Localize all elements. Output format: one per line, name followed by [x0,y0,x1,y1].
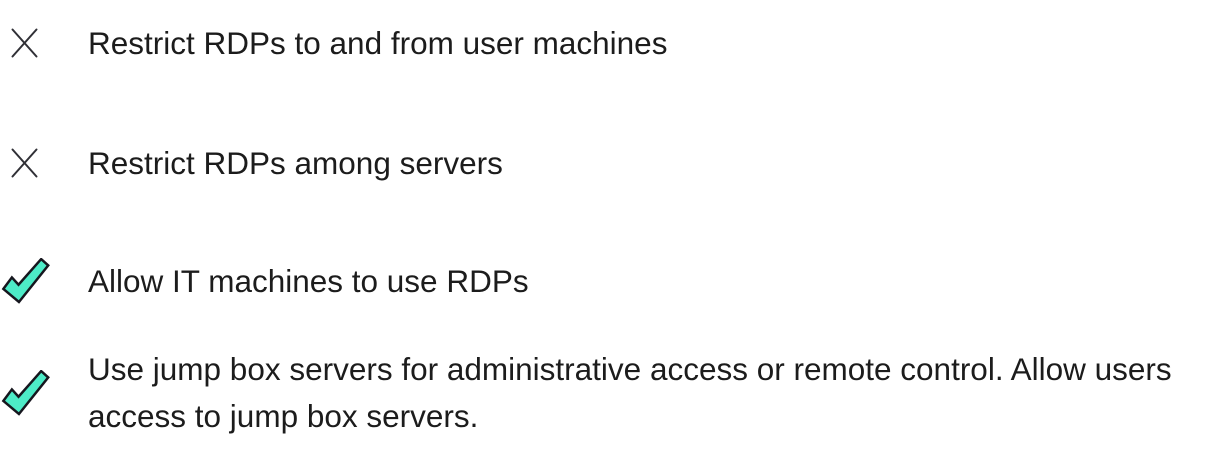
checkmark-icon [1,258,50,304]
list-item: Allow IT machines to use RDPs [0,253,1210,309]
list-item: Restrict RDPs to and from user machines [0,15,1210,71]
status-icon-cell [0,148,88,178]
status-icon-cell [0,370,88,416]
rdp-policy-checklist: Restrict RDPs to and from user machines … [0,15,1210,440]
x-mark-icon [11,28,38,58]
status-icon-cell [0,28,88,58]
x-mark-icon [11,148,38,178]
checkmark-icon [1,370,50,416]
status-icon-cell [0,258,88,304]
list-item: Restrict RDPs among servers [0,135,1210,191]
list-item-text: Restrict RDPs among servers [88,144,503,181]
list-item: Use jump box servers for administrative … [0,346,1210,440]
list-item-text: Use jump box servers for administrative … [88,351,1172,434]
list-item-text: Allow IT machines to use RDPs [88,262,529,299]
list-item-text: Restrict RDPs to and from user machines [88,24,668,61]
